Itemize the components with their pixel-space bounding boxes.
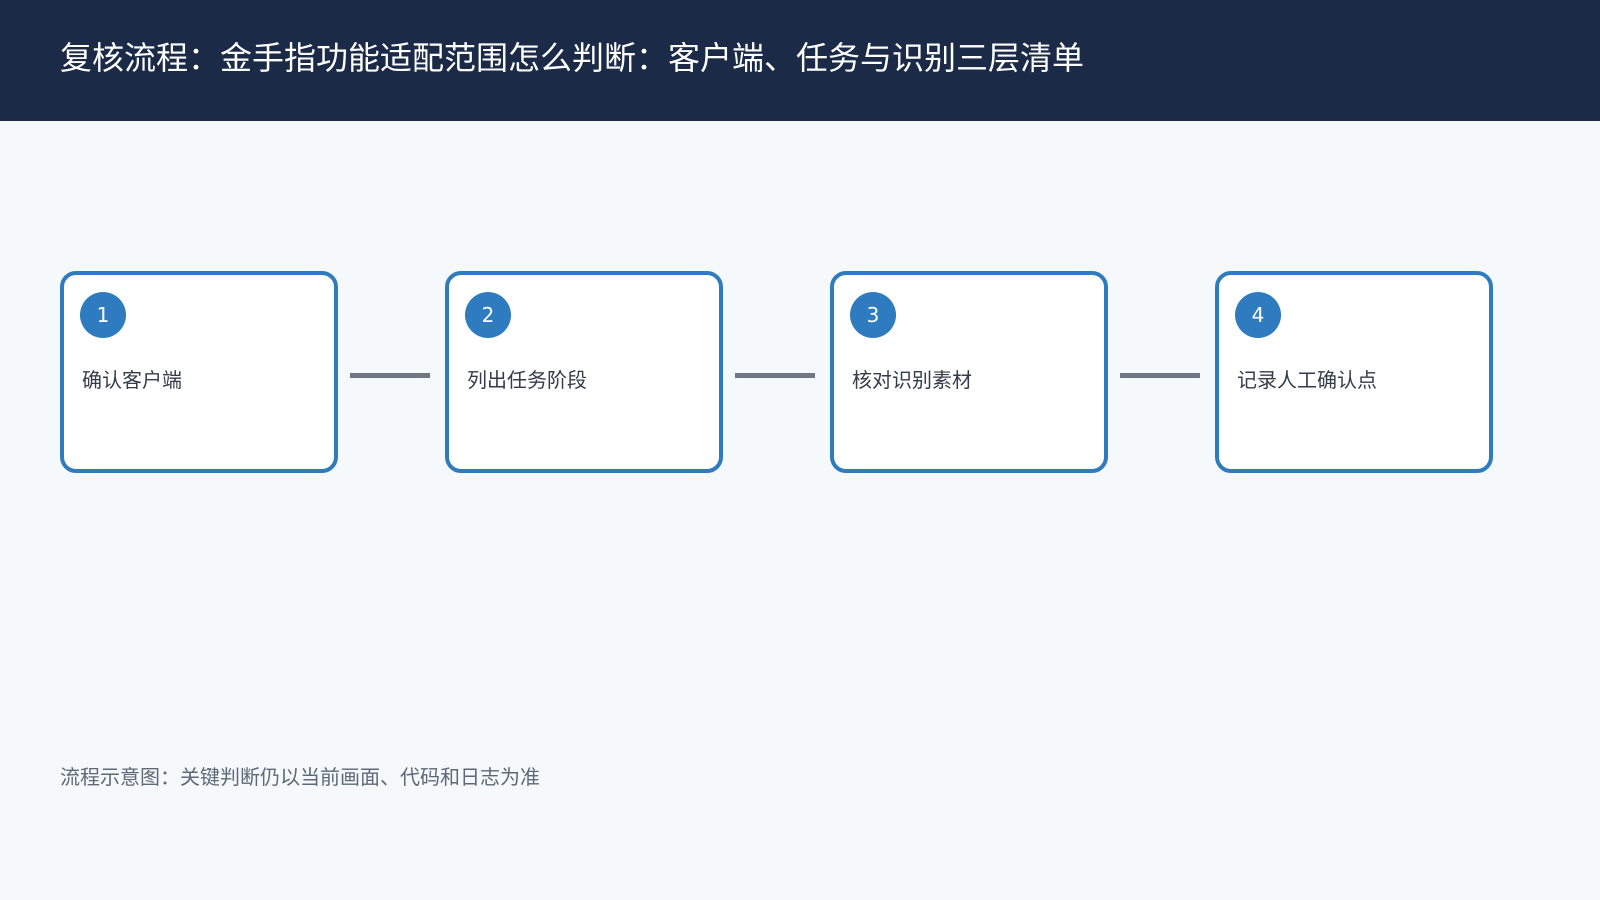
page-title: 复核流程：金手指功能适配范围怎么判断：客户端、任务与识别三层清单	[60, 39, 1085, 77]
header-bar: 复核流程：金手指功能适配范围怎么判断：客户端、任务与识别三层清单	[0, 0, 1600, 121]
connector-line	[735, 373, 815, 378]
connector-line	[1120, 373, 1200, 378]
footnote: 流程示意图：关键判断仍以当前画面、代码和日志为准	[60, 765, 540, 789]
step-number-badge: 1	[80, 292, 126, 338]
step-number-badge: 3	[850, 292, 896, 338]
step-number-badge: 2	[465, 292, 511, 338]
step-label: 记录人工确认点	[1237, 368, 1377, 392]
step-label: 列出任务阶段	[467, 368, 587, 392]
step-card-3: 3 核对识别素材	[830, 271, 1108, 473]
step-number-badge: 4	[1235, 292, 1281, 338]
step-card-4: 4 记录人工确认点	[1215, 271, 1493, 473]
step-card-1: 1 确认客户端	[60, 271, 338, 473]
step-label: 确认客户端	[82, 368, 182, 392]
step-label: 核对识别素材	[852, 368, 972, 392]
connector-line	[350, 373, 430, 378]
step-card-2: 2 列出任务阶段	[445, 271, 723, 473]
